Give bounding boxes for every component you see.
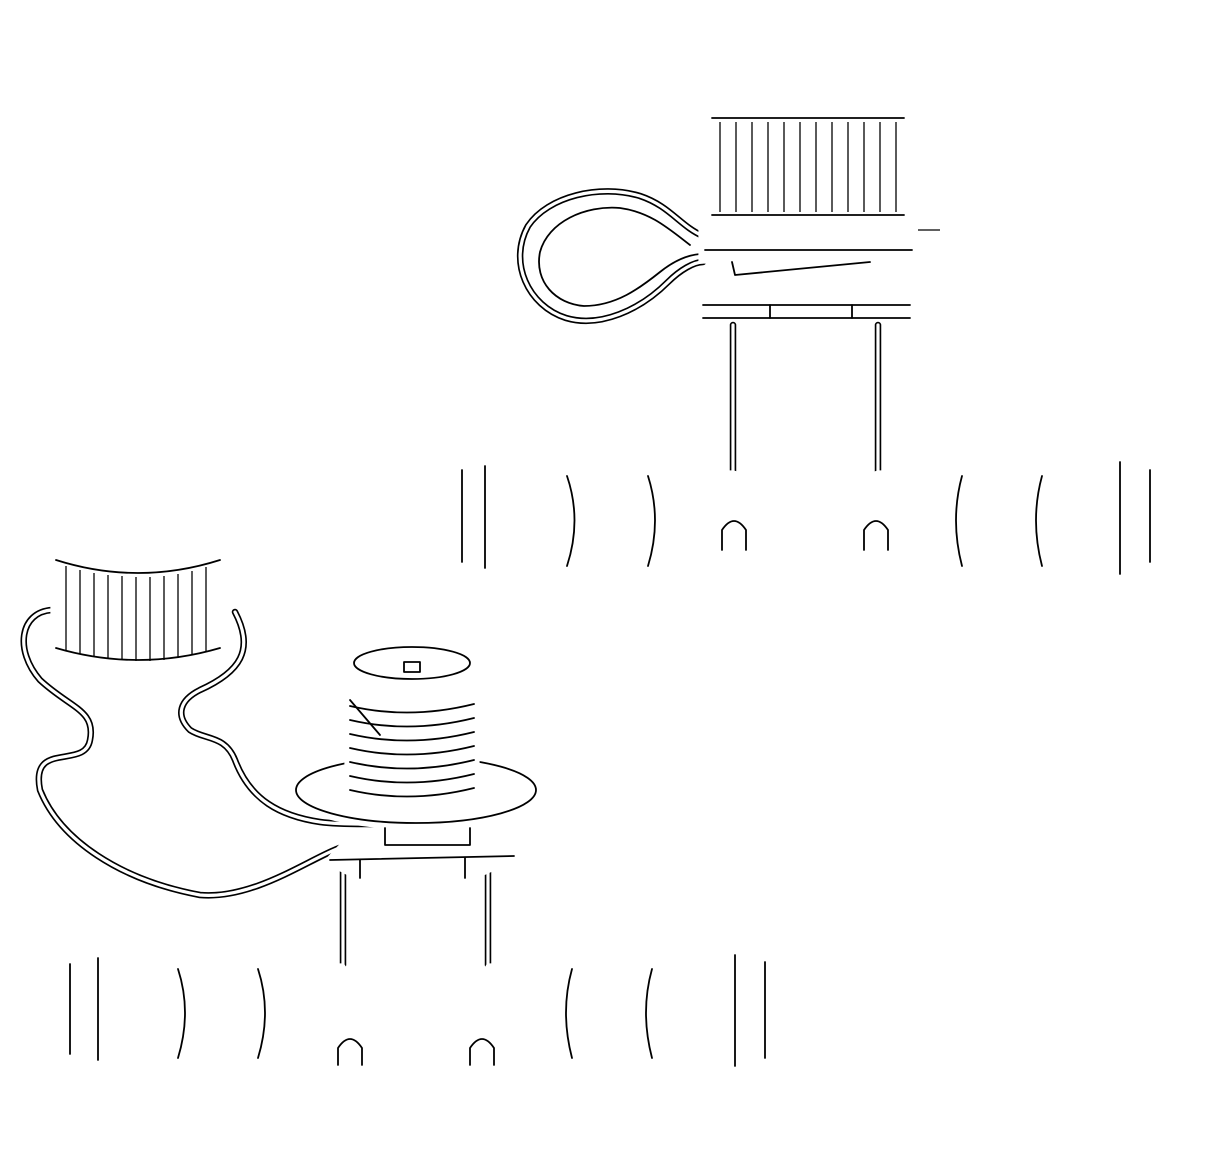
lower-cap-knurling bbox=[65, 566, 207, 661]
upper-cap-knurling bbox=[719, 122, 897, 212]
lower-tee-stem bbox=[339, 866, 492, 969]
upper-knurled-cap bbox=[704, 92, 912, 230]
upper-cap-collar bbox=[698, 226, 940, 276]
upper-tee-body bbox=[408, 453, 1202, 590]
lower-hex-nut bbox=[323, 820, 520, 882]
upper-retaining-strap bbox=[516, 188, 707, 325]
upper-hex-nut bbox=[696, 276, 917, 327]
exploded-tee-fitting bbox=[18, 510, 814, 1074]
lower-threaded-neck bbox=[344, 638, 480, 818]
upper-tee-stem bbox=[729, 321, 882, 476]
lower-neck-threads bbox=[349, 699, 475, 798]
lower-tee-body bbox=[18, 943, 814, 1074]
lower-knurled-cap bbox=[50, 510, 226, 670]
assembled-tee-fitting bbox=[408, 92, 1202, 590]
